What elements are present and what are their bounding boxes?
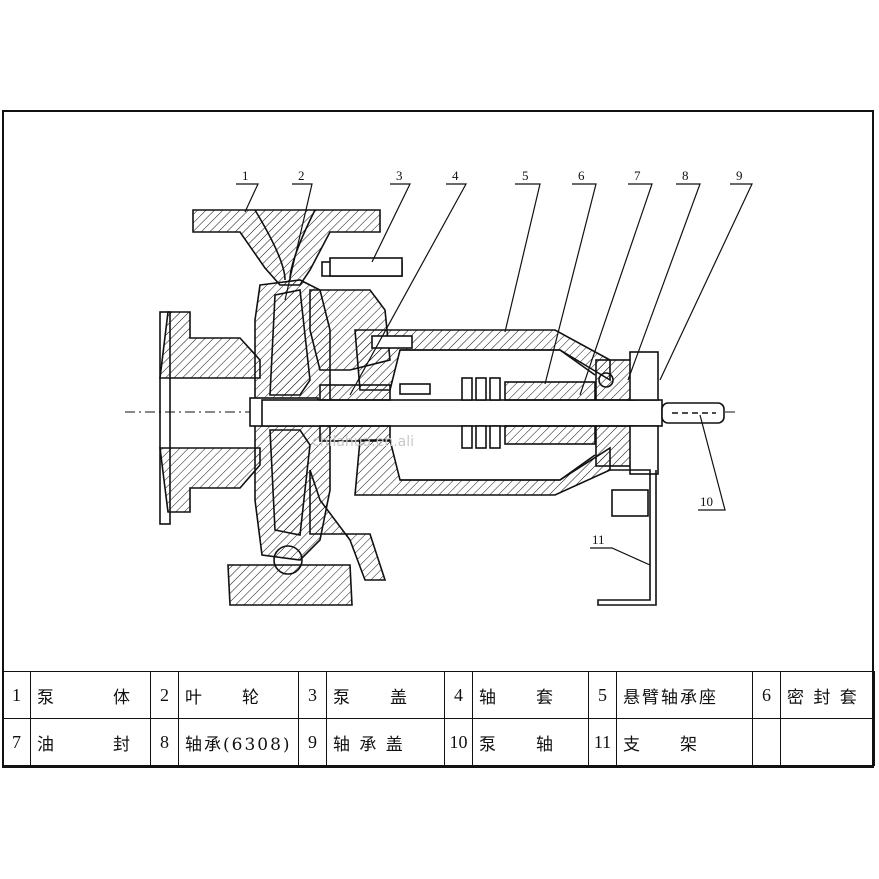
part-number: 8 bbox=[150, 718, 179, 766]
part-number: 1 bbox=[2, 671, 31, 719]
part-name: 泵 体 bbox=[30, 671, 151, 719]
callout-5: 5 bbox=[522, 168, 529, 183]
callout-11: 11 bbox=[592, 532, 605, 547]
part-name: 悬臂轴承座 bbox=[616, 671, 753, 719]
callout-numbers: 1 2 3 4 5 6 7 8 9 10 11 bbox=[242, 168, 743, 547]
callout-6: 6 bbox=[578, 168, 585, 183]
part-name: 泵 轴 bbox=[472, 718, 589, 766]
callout-4: 4 bbox=[452, 168, 459, 183]
callout-7: 7 bbox=[634, 168, 641, 183]
seal-sleeve bbox=[461, 377, 596, 449]
callout-10: 10 bbox=[700, 494, 713, 509]
bolts bbox=[329, 257, 431, 395]
part-number: 7 bbox=[2, 718, 31, 766]
part-number: 9 bbox=[298, 718, 327, 766]
inlet-flange bbox=[159, 311, 261, 525]
parts-list-table: 1 泵 体 2 叶 轮 3 泵 盖 4 轴 套 5 悬臂轴承座 6 密 封 套 … bbox=[2, 671, 875, 766]
callout-3: 3 bbox=[396, 168, 403, 183]
part-number: 11 bbox=[588, 718, 617, 766]
support-bracket bbox=[597, 469, 657, 606]
part-name: 轴 套 bbox=[472, 671, 589, 719]
pump-shaft bbox=[261, 399, 725, 427]
callout-2: 2 bbox=[298, 168, 305, 183]
part-name: 支 架 bbox=[616, 718, 753, 766]
part-number: 3 bbox=[298, 671, 327, 719]
parts-row: 1 泵 体 2 叶 轮 3 泵 盖 4 轴 套 5 悬臂轴承座 6 密 封 套 bbox=[2, 671, 875, 719]
part-name bbox=[780, 718, 875, 766]
part-number: 6 bbox=[752, 671, 781, 719]
part-number: 2 bbox=[150, 671, 179, 719]
part-name: 轴 承 盖 bbox=[326, 718, 445, 766]
part-number: 4 bbox=[444, 671, 473, 719]
watermark: chilahua.en.ali bbox=[312, 434, 414, 450]
bearing-cover bbox=[629, 351, 659, 475]
part-name: 叶 轮 bbox=[178, 671, 299, 719]
callout-9: 9 bbox=[736, 168, 743, 183]
part-name: 轴承(6308) bbox=[178, 718, 299, 766]
drawing-frame bbox=[2, 110, 874, 768]
part-number: 5 bbox=[588, 671, 617, 719]
part-number: 10 bbox=[444, 718, 473, 766]
callout-8: 8 bbox=[682, 168, 689, 183]
part-name: 密 封 套 bbox=[780, 671, 875, 719]
parts-row: 7 油 封 8 轴承(6308) 9 轴 承 盖 10 泵 轴 11 支 架 bbox=[2, 718, 875, 766]
leader-lines bbox=[236, 183, 753, 566]
part-number bbox=[752, 718, 781, 766]
part-name: 油 封 bbox=[30, 718, 151, 766]
callout-1: 1 bbox=[242, 168, 249, 183]
part-name: 泵 盖 bbox=[326, 671, 445, 719]
